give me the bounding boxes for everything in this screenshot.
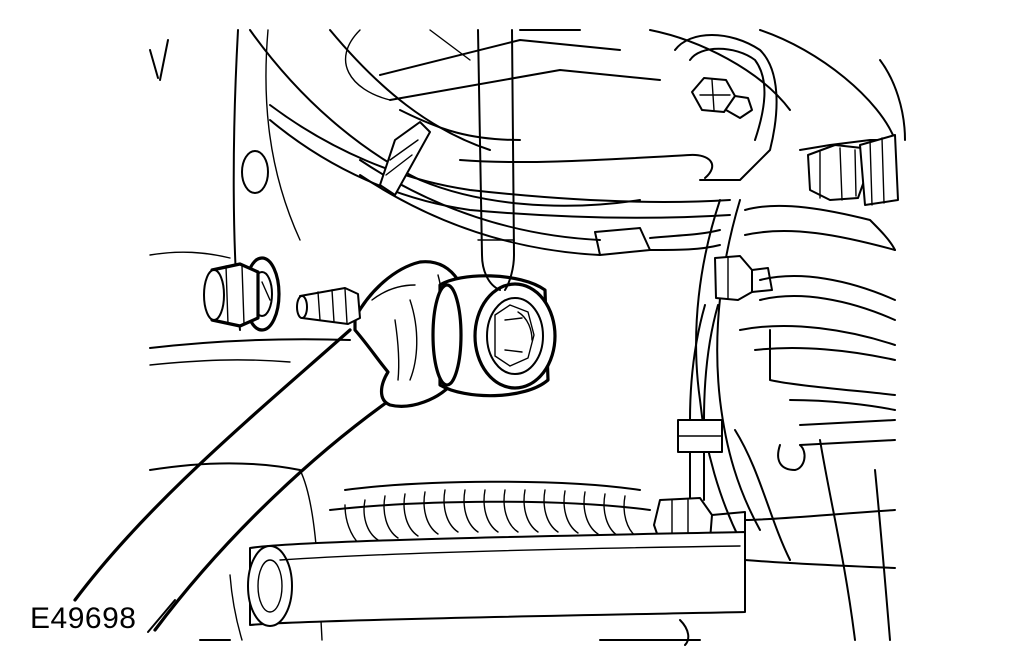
- drop-link-rod: [477, 29, 515, 291]
- body-panel: [149, 29, 351, 641]
- steering-rack-boot: [329, 480, 651, 546]
- ball-joint-housing: [431, 274, 557, 398]
- brake-hose: [653, 304, 746, 549]
- upper-body-lines: [249, 29, 906, 207]
- brake-lines: [269, 104, 731, 256]
- upper-bracket: [674, 34, 778, 181]
- link-stud: [296, 287, 361, 325]
- callout-leader-line: [147, 599, 176, 633]
- lower-tube: [199, 531, 746, 646]
- figure-id-label: E49698: [30, 602, 137, 635]
- anti-roll-bar: [73, 328, 392, 632]
- hub-knuckle: [695, 134, 899, 641]
- flange-nut: [203, 256, 281, 332]
